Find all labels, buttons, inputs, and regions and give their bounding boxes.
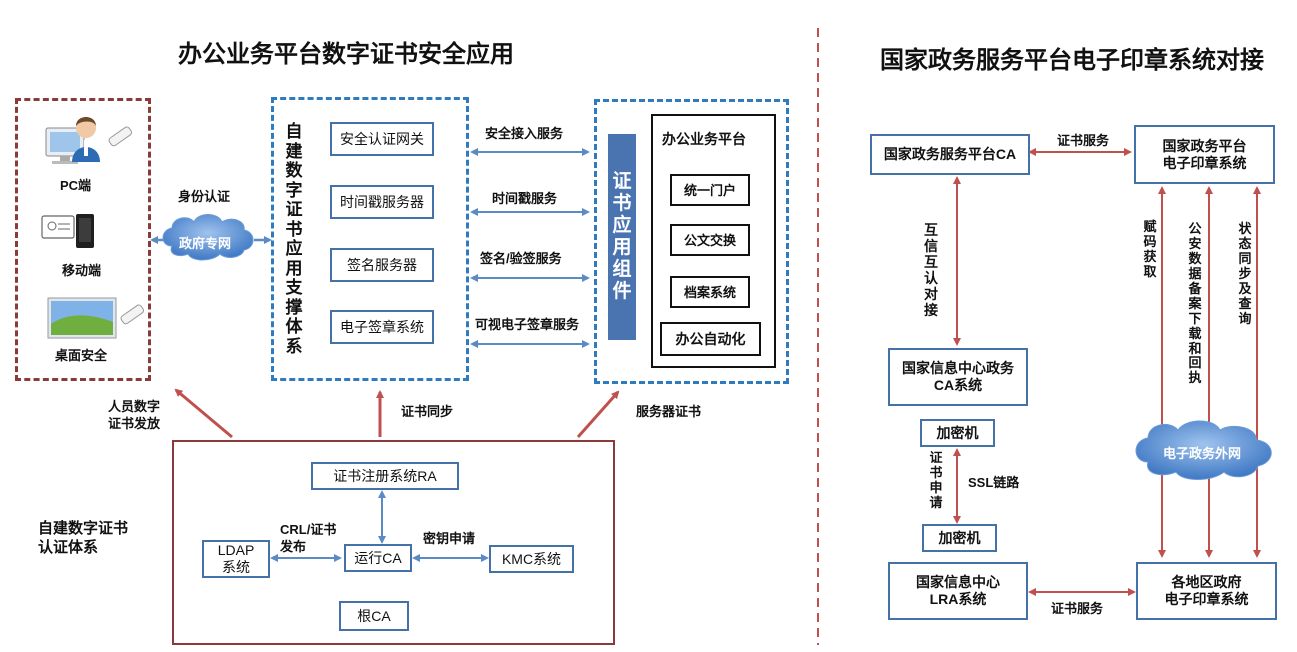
run-ca-box: 运行CA — [344, 544, 412, 572]
service-label-2: 时间戳服务 — [492, 191, 558, 206]
info-center-lra-box: 国家信息中心 LRA系统 — [888, 562, 1028, 620]
usb-key-icon-2 — [120, 304, 145, 325]
ssl-link-label: SSL链路 — [968, 475, 1020, 490]
ldap-box: LDAP 系统 — [202, 540, 270, 578]
service-label-3: 签名/验签服务 — [480, 251, 562, 266]
key-apply-label: 密钥申请 — [423, 531, 476, 546]
mutual-trust-label: 互信互认对接 — [924, 222, 938, 319]
personnel-cert-label: 人员数字 证书发放 — [108, 399, 161, 431]
document-exchange-box: 公文交换 — [670, 224, 750, 256]
encryptor-bottom-box: 加密机 — [922, 524, 997, 552]
right-title: 国家政务服务平台电子印章系统对接 — [880, 47, 1264, 74]
gov-network-cloud — [162, 214, 254, 261]
office-platform-title: 办公业务平台 — [662, 131, 746, 147]
gov-network-label: 政府专网 — [179, 236, 232, 251]
regional-seal-box: 各地区政府 电子印章系统 — [1136, 562, 1277, 620]
server-cert-label: 服务器证书 — [636, 404, 702, 419]
platform-group — [594, 99, 789, 384]
archive-system-box: 档案系统 — [670, 276, 750, 308]
pc-label: PC端 — [60, 178, 92, 193]
mobile-label: 移动端 — [62, 263, 102, 278]
security-gateway-box: 安全认证网关 — [330, 122, 434, 156]
terminals-group — [15, 98, 151, 381]
unified-portal-box: 统一门户 — [670, 174, 750, 206]
office-automation-box: 办公自动化 — [660, 322, 761, 356]
root-ca-box: 根CA — [339, 601, 409, 631]
service-label-4: 可视电子签章服务 — [475, 317, 580, 332]
service-label-1: 安全接入服务 — [485, 126, 564, 141]
mobile-icon — [41, 214, 94, 248]
cert-component-label: 证书应用组件 — [612, 171, 632, 302]
national-ca-box: 国家政务服务平台CA — [870, 134, 1030, 175]
support-system-title: 自建数字证书应用支撑体系 — [285, 122, 303, 357]
ca-system-label: 自建数字证书认证体系 — [38, 520, 129, 556]
cert-component-bar: 证书应用组件 — [608, 134, 636, 340]
e-seal-system-box: 电子签章系统 — [330, 310, 434, 344]
cert-apply-label: 证书申请 — [929, 450, 943, 510]
desktop-label: 桌面安全 — [55, 348, 108, 363]
ra-box: 证书注册系统RA — [311, 462, 459, 490]
pc-icon — [45, 117, 100, 164]
personnel-cert-arrow — [174, 388, 233, 439]
code-fetch-label: 赋码获取 — [1143, 219, 1157, 279]
status-sync-label: 状态同步及查询 — [1238, 221, 1252, 326]
timestamp-server-box: 时间戳服务器 — [330, 185, 434, 219]
cert-sync-label: 证书同步 — [401, 404, 454, 419]
ext-network-cloud — [1135, 420, 1272, 480]
desktop-icon — [47, 297, 117, 339]
crl-publish-label: CRL/证书 发布 — [280, 522, 337, 554]
info-center-ca-box: 国家信息中心政务 CA系统 — [888, 348, 1028, 406]
server-cert-arrow — [576, 390, 620, 438]
left-title: 办公业务平台数字证书安全应用 — [178, 41, 514, 68]
encryptor-top-box: 加密机 — [920, 419, 995, 447]
ext-network-label: 电子政务外网 — [1163, 446, 1242, 461]
identity-auth-label: 身份认证 — [178, 189, 231, 204]
support-system-group — [271, 97, 469, 381]
national-seal-box: 国家政务平台 电子印章系统 — [1134, 125, 1275, 184]
police-data-label: 公安数据备案下载和回执 — [1188, 221, 1202, 386]
cert-service-bottom-label: 证书服务 — [1051, 601, 1104, 616]
cert-service-top-label: 证书服务 — [1057, 133, 1110, 148]
kmc-box: KMC系统 — [489, 545, 574, 573]
usb-key-icon-1 — [108, 126, 133, 147]
signature-server-box: 签名服务器 — [330, 248, 434, 282]
ca-system-group — [172, 440, 615, 645]
